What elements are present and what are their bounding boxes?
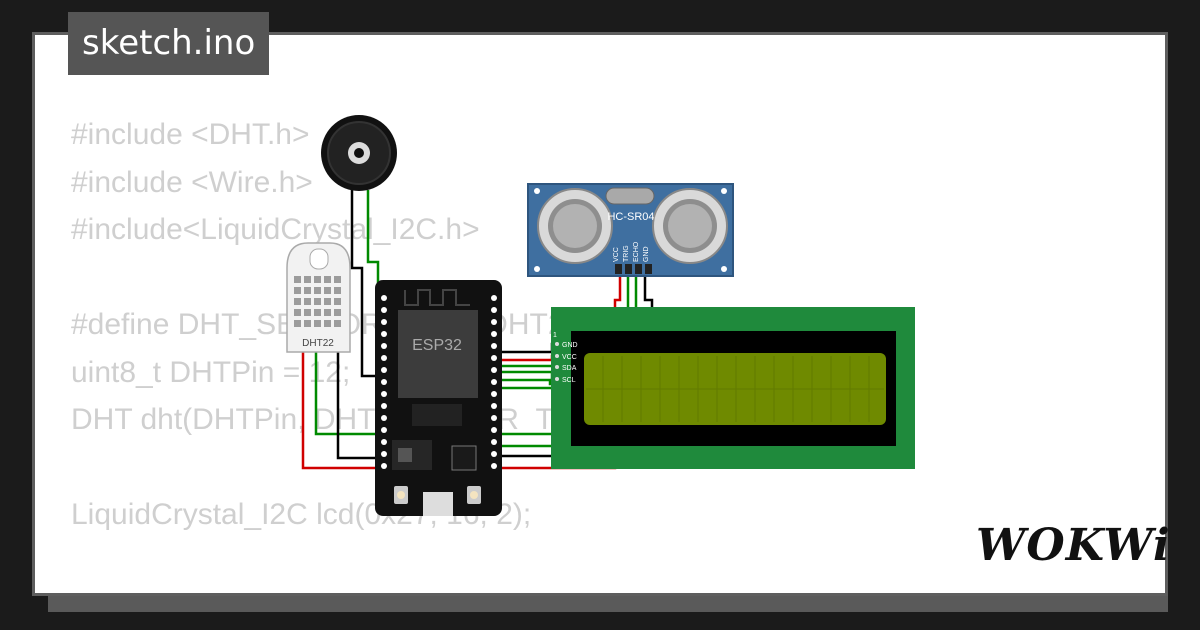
wire-lcd-scl bbox=[497, 370, 560, 380]
wire-dht-vcc bbox=[301, 352, 383, 470]
lcd-pin-sda: SDA bbox=[562, 365, 577, 372]
lcd-pin-vcc: VCC bbox=[562, 354, 577, 361]
lcd-display[interactable]: 1 GND VCC SDA SCL bbox=[551, 307, 915, 469]
esp32-module bbox=[398, 310, 478, 398]
us-pin-trig: TRIG bbox=[623, 245, 630, 262]
esp32-label: ESP32 bbox=[412, 337, 462, 354]
wire-dht-gnd bbox=[336, 352, 383, 460]
us-pin-headers bbox=[615, 264, 652, 274]
wire-lcd-gnd bbox=[497, 342, 560, 354]
wire-buzzer-gnd bbox=[350, 190, 376, 378]
us-pin-vcc: VCC bbox=[613, 247, 620, 262]
us-pin-labels: VCC TRIG ECHO GND bbox=[613, 241, 650, 262]
hc-sr04-sensor[interactable]: HC-SR04 VCC TRIG ECHO GND bbox=[527, 183, 734, 277]
lcd-pin-labels: 1 GND VCC SDA SCL bbox=[553, 332, 578, 384]
wokwi-logo: WOKWi bbox=[976, 520, 1171, 571]
us-pin-echo: ECHO bbox=[633, 241, 640, 262]
lcd-grid bbox=[586, 356, 884, 422]
us-pin-gnd: GND bbox=[643, 246, 650, 262]
lcd-pin-scl: SCL bbox=[562, 377, 576, 384]
hc-sr04-label: HC-SR04 bbox=[607, 211, 654, 223]
usb-port bbox=[423, 492, 453, 516]
lcd-pin1-label: 1 bbox=[553, 332, 557, 339]
dht22-label: DHT22 bbox=[302, 338, 334, 349]
esp32-pins-left bbox=[381, 295, 387, 469]
wire-lcd-vcc bbox=[497, 354, 560, 362]
lcd-pin-gnd: GND bbox=[562, 342, 578, 349]
buzzer[interactable] bbox=[321, 115, 397, 191]
esp32-pins-right bbox=[491, 295, 497, 469]
dht22-sensor[interactable]: DHT22 bbox=[286, 242, 351, 353]
esp32-board[interactable]: ESP32 bbox=[375, 280, 502, 516]
lcd-pin-dots bbox=[555, 342, 559, 381]
dht-grille bbox=[294, 276, 341, 327]
wire-dht-route bbox=[497, 434, 562, 448]
file-title: sketch.ino bbox=[68, 12, 270, 75]
